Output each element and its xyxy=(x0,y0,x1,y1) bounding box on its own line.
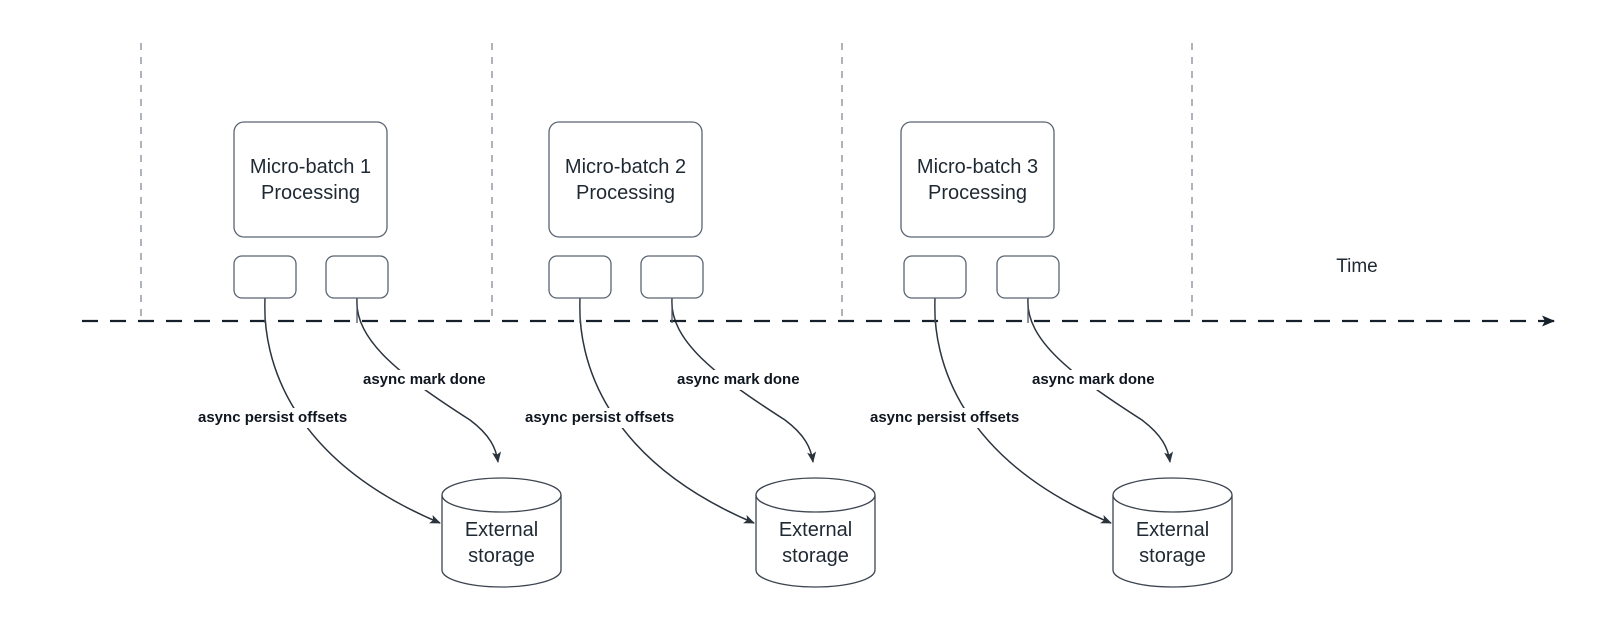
micro-batch-3-processing-line2: Processing xyxy=(928,182,1027,204)
micro-batch-1-processing[interactable]: Micro-batch 1 Processing xyxy=(233,121,388,238)
mark-done-edge-3 xyxy=(1027,297,1174,463)
external-storage-3-body xyxy=(1112,495,1233,588)
async-mark-done-label-1-plate xyxy=(360,370,488,390)
micro-batch-3-processing-line1: Micro-batch 3 xyxy=(917,156,1038,178)
mark-done-task-3-shape xyxy=(996,255,1060,299)
external-storage-1-line2: storage xyxy=(468,545,535,567)
persist-offsets-task-2[interactable] xyxy=(548,255,612,323)
async-mark-done-label-1: async mark done xyxy=(363,371,486,388)
micro-batch-3-processing-shape xyxy=(900,121,1055,238)
external-storage-1-top-ellipse xyxy=(441,477,562,513)
async-mark-done-label-2: async mark done xyxy=(677,371,800,388)
async-mark-done-label-3: async mark done xyxy=(1032,371,1155,388)
persist-offsets-task-1-shape xyxy=(233,255,297,299)
time-axis-group: Time xyxy=(82,256,1555,327)
edge-labels-group: async persist offsets async mark done asyn… xyxy=(195,370,1157,428)
micro-batch-1-processing-line1: Micro-batch 1 xyxy=(250,156,371,178)
persist-offsets-task-3-shape xyxy=(903,255,967,299)
async-persist-offsets-label-1-plate xyxy=(195,408,372,428)
external-storage-2-line1: External xyxy=(779,519,852,541)
mark-done-edge-2 xyxy=(671,297,817,463)
async-mark-done-label-2-plate xyxy=(674,370,802,390)
external-storage-3-line1: External xyxy=(1136,519,1209,541)
mark-done-task-3[interactable] xyxy=(996,255,1060,323)
async-mark-done-label-3-plate xyxy=(1029,370,1157,390)
external-storage-2-body xyxy=(755,495,876,588)
persist-offsets-task-3[interactable] xyxy=(903,255,967,323)
micro-batch-3-processing[interactable]: Micro-batch 3 Processing xyxy=(900,121,1055,238)
external-storage-3[interactable]: External storage xyxy=(1112,477,1233,588)
micro-batch-2-processing[interactable]: Micro-batch 2 Processing xyxy=(548,121,703,238)
external-storage-3-top-ellipse xyxy=(1112,477,1233,513)
external-storage-2-line2: storage xyxy=(782,545,849,567)
mark-done-task-1-shape xyxy=(325,255,389,299)
time-axis-label: Time xyxy=(1336,256,1378,277)
async-persist-offsets-label-2-plate xyxy=(522,408,699,428)
external-storage-1-line1: External xyxy=(465,519,538,541)
async-persist-offsets-label-1: async persist offsets xyxy=(198,409,347,426)
mark-done-edge-1 xyxy=(356,297,502,463)
async-persist-offsets-label-3-plate xyxy=(867,408,1044,428)
mark-done-task-2-shape xyxy=(640,255,704,299)
external-storage-2-top-ellipse xyxy=(755,477,876,513)
flow-edges-group xyxy=(264,297,1174,524)
micro-batch-2-processing-line1: Micro-batch 2 xyxy=(565,156,686,178)
persist-offsets-task-1[interactable] xyxy=(233,255,297,323)
micro-batch-2-processing-shape xyxy=(548,121,703,238)
mark-done-task-1[interactable] xyxy=(325,255,389,323)
async-persist-offsets-label-2: async persist offsets xyxy=(525,409,674,426)
mark-done-task-2[interactable] xyxy=(640,255,704,323)
micro-batch-1-processing-line2: Processing xyxy=(261,182,360,204)
external-storage-2[interactable]: External storage xyxy=(755,477,876,588)
external-storage-1[interactable]: External storage xyxy=(441,477,562,588)
micro-batch-1-processing-shape xyxy=(233,121,388,238)
micro-batch-2-processing-line2: Processing xyxy=(576,182,675,204)
tick-lines-group xyxy=(140,43,1193,321)
async-persist-offsets-label-3: async persist offsets xyxy=(870,409,1019,426)
external-storage-1-body xyxy=(441,495,562,588)
external-storage-3-line2: storage xyxy=(1139,545,1206,567)
persist-offsets-task-2-shape xyxy=(548,255,612,299)
